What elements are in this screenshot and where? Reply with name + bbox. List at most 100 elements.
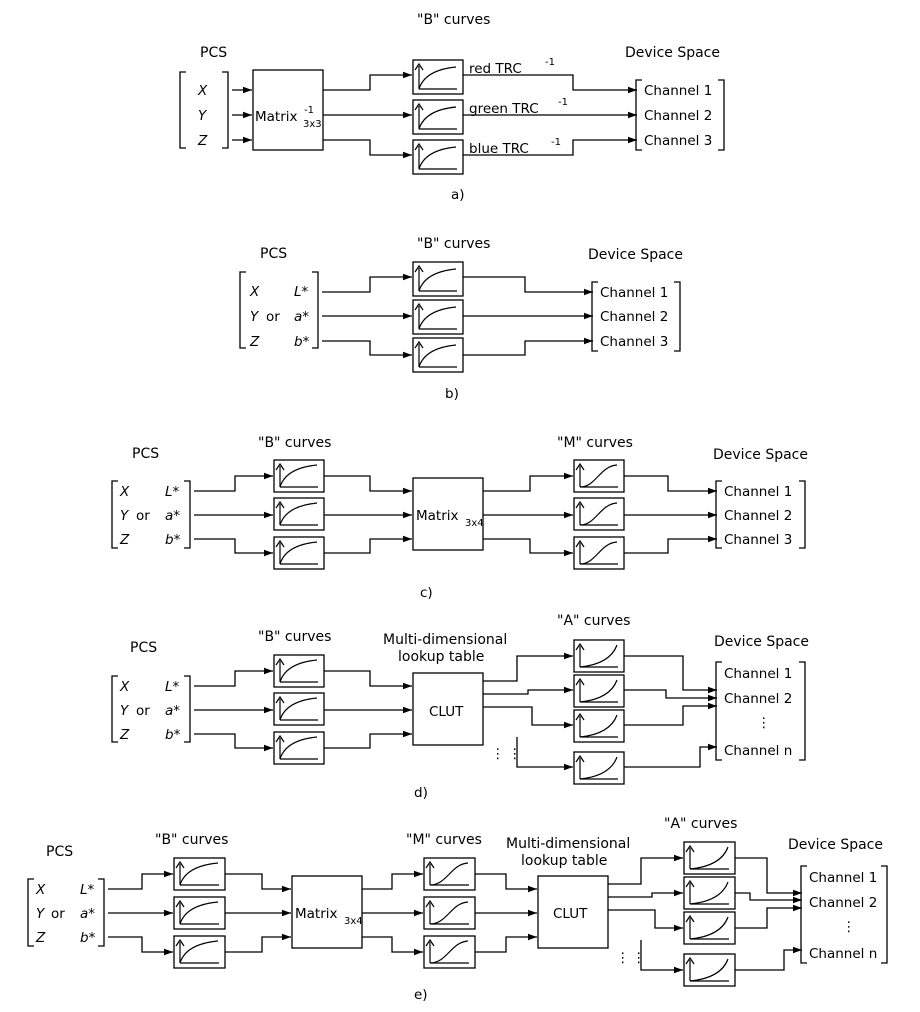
curve-box [273, 654, 325, 688]
pcs-var-x: X [197, 83, 208, 99]
connector [322, 340, 412, 359]
curve-box [412, 59, 464, 95]
connector [225, 873, 291, 893]
pcs-var-y: Y [250, 309, 260, 325]
pcs-var-l: L* [294, 284, 309, 300]
pcs-var-x: X [35, 882, 46, 898]
trc-superscript: -1 [551, 137, 561, 148]
b-curves-label: "B" curves [417, 236, 490, 252]
pcs-var-z: Z [119, 532, 130, 548]
pcs-var-b: b* [165, 532, 181, 548]
connector [735, 904, 802, 929]
connector [516, 737, 573, 771]
device-bracket [800, 865, 888, 964]
m-curves-label: "M" curves [557, 435, 633, 451]
panel-e: PCS "B" curves "M" curves Multi-dimensio… [27, 816, 888, 1003]
connector [324, 535, 412, 554]
device-channel-2: Channel 2 [644, 108, 712, 124]
pcs-var-l: L* [80, 882, 95, 898]
caption-b: b) [445, 386, 459, 402]
pcs-bracket [179, 71, 229, 149]
device-channel-2: Channel 2 [600, 309, 668, 325]
a-curves-label: "A" curves [557, 613, 630, 629]
connector [463, 337, 593, 356]
clut-block [537, 875, 609, 949]
connector [475, 873, 537, 893]
connector [735, 946, 802, 971]
curve-box [573, 674, 625, 708]
curve-box [273, 459, 325, 493]
pcs-var-a: a* [165, 703, 180, 719]
connector [483, 706, 573, 729]
curve-box [573, 536, 625, 570]
connector [483, 686, 573, 695]
or-label: or [136, 508, 150, 524]
device-space-label: Device Space [713, 447, 808, 463]
connector [475, 933, 537, 953]
multi-dim-label: Multi-dimensional [506, 836, 630, 852]
pcs-var-y: Y [36, 906, 46, 922]
caption-a: a) [451, 187, 465, 203]
pcs-var-a: a* [80, 906, 95, 922]
pcs-var-x: X [119, 679, 130, 695]
device-channel-2: Channel 2 [724, 691, 792, 707]
pcs-var-l: L* [165, 484, 180, 500]
b-curves-label: "B" curves [417, 12, 490, 28]
a-curves-label: "A" curves [664, 816, 737, 832]
pcs-var-b: b* [294, 334, 310, 350]
curve-box [173, 896, 226, 930]
pcs-var-z: Z [35, 930, 46, 946]
curve-box [573, 497, 625, 531]
pcs-label: PCS [130, 640, 157, 656]
matrix-block [412, 477, 484, 551]
matrix-subscript: 3x3 [303, 119, 322, 130]
curve-box [683, 876, 736, 910]
connector [735, 857, 802, 897]
device-channel-2: Channel 2 [809, 895, 877, 911]
curve-box [412, 299, 464, 335]
trc-label-green: green TRC [469, 101, 539, 117]
curve-box [573, 459, 625, 493]
pcs-label: PCS [260, 246, 287, 262]
device-channel-1: Channel 1 [809, 870, 877, 886]
connector [483, 472, 573, 492]
pcs-var-z: Z [197, 133, 208, 149]
clut-label: CLUT [429, 704, 464, 720]
curve-box [173, 857, 226, 891]
curve-box [412, 139, 464, 175]
panel-c: PCS "B" curves "M" curves Device Space X… [111, 435, 808, 601]
device-bracket [715, 661, 806, 761]
device-space-label: Device Space [588, 247, 683, 263]
device-bracket [715, 480, 806, 549]
connector [624, 475, 717, 495]
connector [194, 667, 273, 687]
connector [463, 74, 637, 94]
connector [483, 652, 573, 682]
connector [108, 936, 173, 956]
matrix-superscript: -1 [304, 105, 314, 116]
pcs-var-z: Z [119, 727, 130, 743]
panel-a: PCS "B" curves Device Space X Y Z Matrix… [179, 12, 725, 203]
connector [324, 475, 412, 495]
pcs-bracket [27, 878, 105, 947]
ellipsis: ⋮ [508, 746, 522, 762]
device-space-label: Device Space [788, 837, 883, 853]
device-channel-n: Channel n [809, 946, 877, 962]
pcs-bracket [111, 480, 191, 549]
lookup-table-label: lookup table [521, 853, 607, 869]
connector [624, 702, 717, 726]
pcs-var-z: Z [249, 334, 260, 350]
curve-box [683, 953, 736, 987]
curve-box [273, 692, 325, 726]
device-channel-1: Channel 1 [724, 666, 792, 682]
multi-dim-label: Multi-dimensional [383, 632, 507, 648]
curve-box [412, 261, 464, 297]
connector [463, 136, 637, 156]
device-channel-n: Channel n [724, 743, 792, 759]
curve-box [423, 896, 476, 930]
connector [624, 535, 717, 554]
clut-block [412, 672, 484, 746]
device-channel-1: Channel 1 [724, 484, 792, 500]
